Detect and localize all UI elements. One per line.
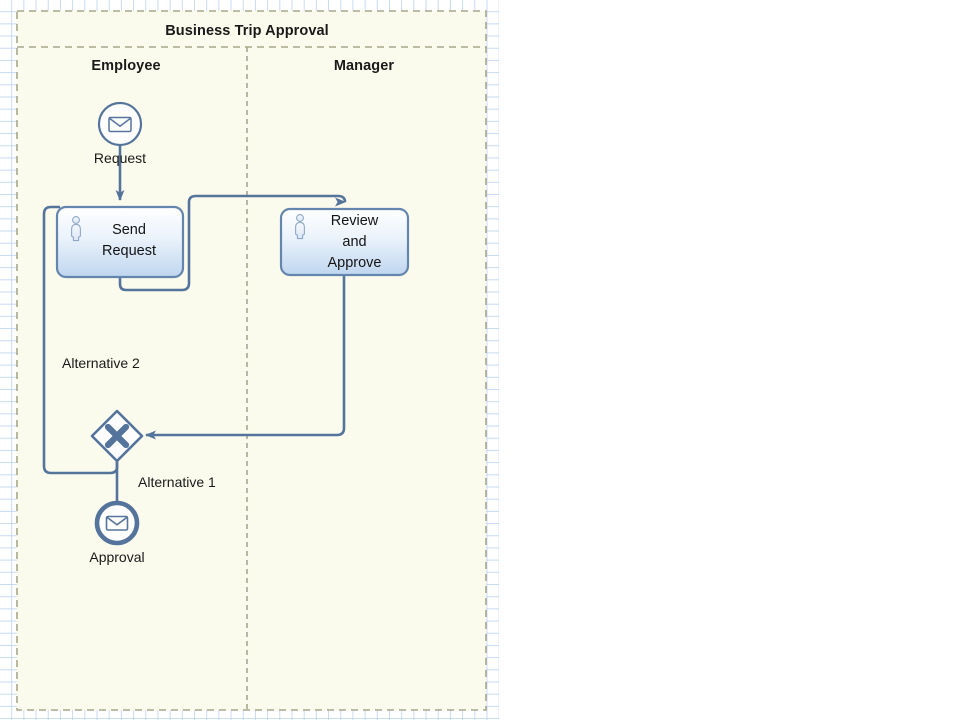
task-label-line: Request [101,243,156,259]
lane-title-employee: Employee [91,58,161,74]
person-icon [295,214,305,240]
sequence-flow-send-to-gateway[interactable] [42,205,119,475]
task-label-line: and [342,234,367,250]
pool-border [16,10,487,711]
pool-business-trip-approval[interactable] [16,10,487,711]
end-event-label: Approval [89,549,145,565]
sequence-flows [42,145,350,502]
person-icon [71,216,81,242]
task-review-and-approve[interactable] [279,207,410,277]
envelope-icon [105,515,129,531]
flow-label-alternative-2: Alternative 2 [62,355,140,371]
task-send-request-shape [55,205,185,279]
task-send-request-label: Send Request [57,220,183,262]
task-send-request[interactable] [55,205,185,279]
end-event-approval[interactable] [94,500,140,546]
sequence-flow-send-to-review[interactable] [118,191,350,292]
start-event-label: Request [93,150,147,166]
pool-background [17,11,486,710]
task-review-approve-label: Review and Approve [281,211,408,274]
task-label-line: Send [112,222,146,238]
envelope-icon [108,116,132,133]
pool-title: Business Trip Approval [165,23,329,39]
flow-label-alternative-1: Alternative 1 [138,474,216,490]
gateway-x-symbol [104,423,130,449]
task-label-line: Approve [327,255,382,271]
lane-title-manager: Manager [333,58,395,74]
task-label-line: Review [330,213,379,229]
sequence-flow-review-to-gateway[interactable] [145,275,346,440]
task-review-approve-shape [279,207,410,277]
exclusive-gateway[interactable] [90,409,144,463]
start-event-request[interactable] [97,101,143,147]
